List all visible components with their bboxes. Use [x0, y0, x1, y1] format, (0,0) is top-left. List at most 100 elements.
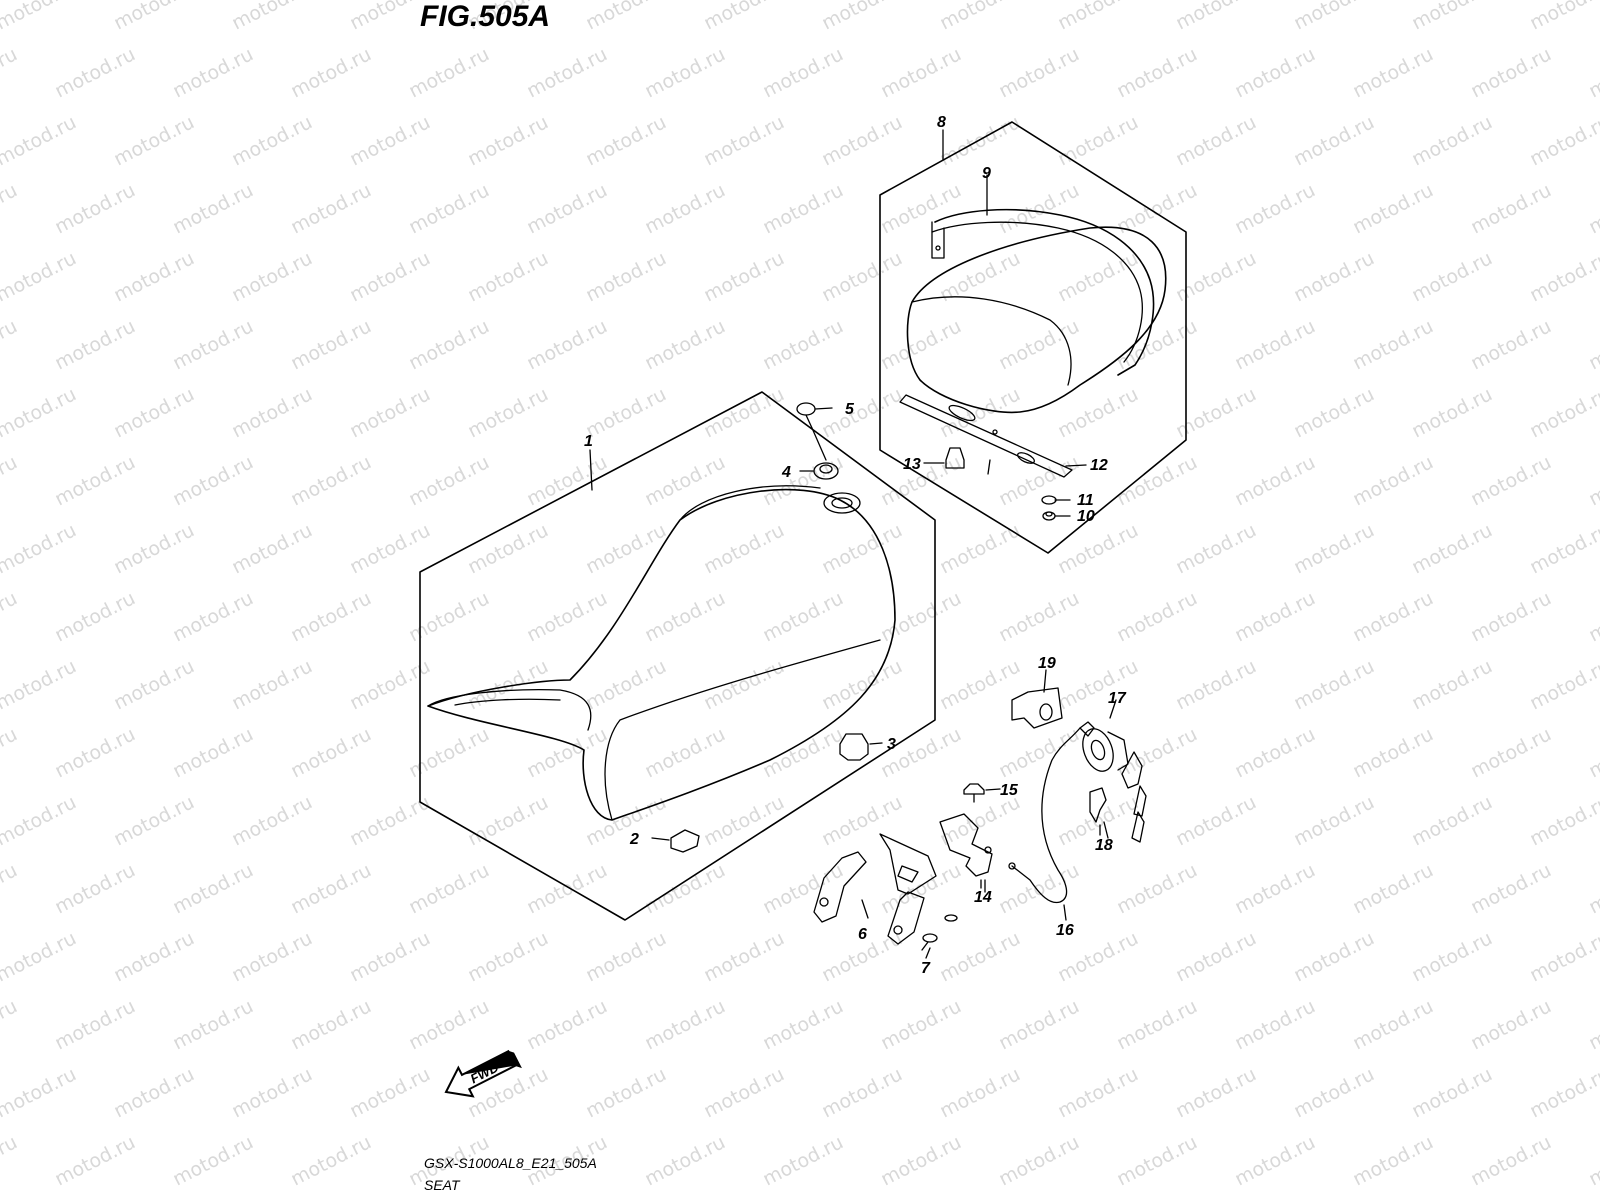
watermark-text: motod.ru: [0, 451, 21, 510]
watermark-text: motod.ru: [1467, 1131, 1555, 1190]
watermark-text: motod.ru: [936, 519, 1024, 578]
callout-14: 14: [974, 889, 992, 906]
section-name: SEAT: [424, 1177, 460, 1193]
watermark-text: motod.ru: [0, 927, 80, 986]
watermark-text: motod.ru: [1172, 0, 1260, 34]
watermark-text: motod.ru: [1585, 179, 1600, 238]
callout-6: 6: [858, 926, 867, 943]
figure-title: FIG.505A: [420, 0, 551, 33]
watermark-text: motod.ru: [405, 859, 493, 918]
leader-lines: [589, 129, 1101, 959]
watermark-text: motod.ru: [0, 0, 80, 34]
part-11-washer: [1041, 495, 1057, 505]
watermark-text: motod.ru: [700, 1063, 788, 1122]
watermark-text: motod.ru: [1526, 791, 1600, 850]
watermark-text: motod.ru: [228, 247, 316, 306]
watermark-text: motod.ru: [287, 451, 375, 510]
watermark-text: motod.ru: [1467, 995, 1555, 1054]
watermark-text: motod.ru: [346, 519, 434, 578]
watermark-text: motod.ru: [641, 43, 729, 102]
watermark-text: motod.ru: [582, 0, 670, 34]
watermark-text: motod.ru: [582, 519, 670, 578]
watermark-text: motod.ru: [1349, 451, 1437, 510]
callout-3: 3: [887, 736, 896, 753]
watermark-text: motod.ru: [641, 315, 729, 374]
watermark-text: motod.ru: [1408, 111, 1496, 170]
watermark-text: motod.ru: [1408, 655, 1496, 714]
watermark-text: motod.ru: [287, 723, 375, 782]
watermark-text: motod.ru: [0, 995, 21, 1054]
watermark-text: motod.ru: [1585, 859, 1600, 918]
watermark-text: motod.ru: [287, 315, 375, 374]
watermark-text: motod.ru: [405, 179, 493, 238]
callout-16: 16: [1056, 922, 1074, 939]
watermark-text: motod.ru: [1526, 0, 1600, 34]
watermark-text: motod.ru: [0, 247, 80, 306]
watermark-text: motod.ru: [405, 723, 493, 782]
model-code: GSX-S1000AL8_E21_505A: [424, 1155, 597, 1171]
watermark-text: motod.ru: [877, 315, 965, 374]
watermark-text: motod.ru: [1231, 723, 1319, 782]
watermark-text: motod.ru: [0, 43, 21, 102]
part-12-bracket: [899, 394, 1073, 478]
watermark-text: motod.ru: [523, 587, 611, 646]
watermark-text: motod.ru: [287, 179, 375, 238]
watermark-text: motod.ru: [228, 927, 316, 986]
watermark-text: motod.ru: [1585, 43, 1600, 102]
watermark-text: motod.ru: [110, 247, 198, 306]
part-18-clip: [1089, 787, 1109, 839]
watermark-text: motod.ru: [818, 519, 906, 578]
watermark-text: motod.ru: [169, 1131, 257, 1190]
watermark-text: motod.ru: [0, 179, 21, 238]
watermark-text: motod.ru: [818, 0, 906, 34]
watermark-text: motod.ru: [51, 587, 139, 646]
watermark-text: motod.ru: [169, 451, 257, 510]
watermark-text: motod.ru: [582, 383, 670, 442]
watermark-text: motod.ru: [582, 791, 670, 850]
watermark-text: motod.ru: [1408, 519, 1496, 578]
watermark-text: motod.ru: [110, 111, 198, 170]
watermark-text: motod.ru: [582, 247, 670, 306]
watermark-text: motod.ru: [228, 791, 316, 850]
watermark-text: motod.ru: [228, 383, 316, 442]
watermark-text: motod.ru: [1526, 383, 1600, 442]
watermark-text: motod.ru: [1113, 451, 1201, 510]
watermark-text: motod.ru: [818, 655, 906, 714]
watermark-text: motod.ru: [228, 0, 316, 34]
part-15-bolt: [963, 783, 1001, 803]
watermark-text: motod.ru: [1054, 0, 1142, 34]
watermark-text: motod.ru: [464, 791, 552, 850]
watermark-text: motod.ru: [936, 0, 1024, 34]
watermark-text: motod.ru: [1113, 859, 1201, 918]
callout-11: 11: [1077, 492, 1094, 509]
watermark-text: motod.ru: [169, 859, 257, 918]
watermark-text: motod.ru: [995, 723, 1083, 782]
watermark-text: motod.ru: [1349, 179, 1437, 238]
watermark-text: motod.ru: [1585, 723, 1600, 782]
watermark-text: motod.ru: [287, 587, 375, 646]
part-4-grommet: [799, 462, 839, 480]
watermark-text: motod.ru: [1231, 315, 1319, 374]
watermark-text: motod.ru: [1113, 587, 1201, 646]
watermark-text: motod.ru: [523, 43, 611, 102]
watermark-text: motod.ru: [1172, 791, 1260, 850]
watermark-text: motod.ru: [1290, 0, 1378, 34]
watermark-text: motod.ru: [51, 1131, 139, 1190]
watermark-text: motod.ru: [1054, 655, 1142, 714]
watermark-text: motod.ru: [759, 315, 847, 374]
watermark-text: motod.ru: [700, 927, 788, 986]
watermark-text: motod.ru: [1408, 927, 1496, 986]
watermark-text: motod.ru: [405, 587, 493, 646]
watermark-text: motod.ru: [995, 43, 1083, 102]
watermark-text: motod.ru: [641, 1131, 729, 1190]
watermark-text: motod.ru: [700, 247, 788, 306]
watermark-text: motod.ru: [995, 859, 1083, 918]
watermark-text: motod.ru: [1290, 791, 1378, 850]
watermark-text: motod.ru: [287, 859, 375, 918]
watermark-text: motod.ru: [1349, 859, 1437, 918]
watermark-text: motod.ru: [0, 587, 21, 646]
watermark-text: motod.ru: [523, 995, 611, 1054]
watermark-text: motod.ru: [0, 111, 80, 170]
watermark-text: motod.ru: [1467, 179, 1555, 238]
watermark-text: motod.ru: [700, 0, 788, 34]
